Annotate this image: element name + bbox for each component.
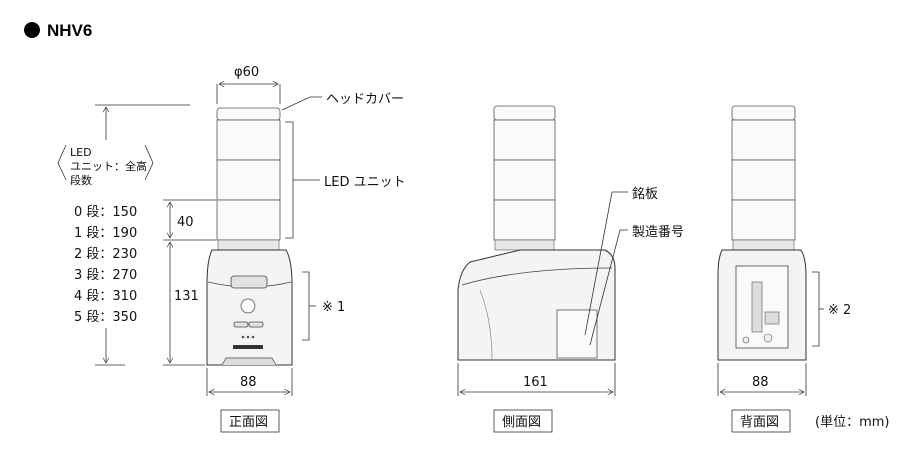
side-view: 銘板 製造番号 161: [457, 105, 684, 396]
table-row: 4 段：310: [74, 289, 137, 304]
head-cover: [216, 107, 281, 121]
serial-number-label: 製造番号: [632, 225, 684, 240]
round-button: [240, 298, 256, 314]
front-view-label: 正面図: [229, 415, 268, 430]
led-unit-label: LED ユニット: [324, 175, 406, 190]
table-row: 0 段：150: [74, 205, 137, 220]
logo: [233, 345, 263, 349]
side-view-label: 側面図: [502, 415, 541, 430]
back-width-label: 88: [752, 375, 769, 390]
head-cover-label: ヘッドカバー: [326, 92, 404, 107]
table-row: 5 段：350: [74, 310, 137, 325]
lan-port: [764, 311, 780, 325]
terminal-block: [751, 281, 763, 333]
table-row: 3 段：270: [74, 268, 137, 283]
back-view: ※ 2 88: [717, 105, 851, 396]
top-button: [230, 275, 268, 289]
base-height-label: 131: [174, 289, 199, 304]
back-view-label: 背面図: [740, 415, 779, 430]
table-row: 2 段：230: [74, 247, 137, 262]
nameplate: [556, 309, 598, 359]
table-header: ユニット：全高: [70, 159, 147, 173]
front-view: φ60 ヘッドカバー LED ユニット ※ 1: [95, 65, 406, 396]
note2-label: ※ 2: [828, 303, 851, 318]
unit-note: (単位：mm): [815, 414, 889, 430]
note1-label: ※ 1: [322, 300, 345, 315]
nameplate-label: 銘板: [632, 187, 658, 202]
front-width-label: 88: [240, 375, 257, 390]
table-row: 1 段：190: [74, 226, 137, 241]
table-header: LED: [70, 146, 92, 159]
height-table: LED ユニット：全高 段数 0 段：150 1 段：190 2 段：230 3…: [57, 144, 154, 325]
led-unit: [216, 159, 281, 201]
diameter-label: φ60: [234, 65, 259, 80]
model-title: NHV6: [47, 21, 92, 40]
led-unit: [216, 119, 281, 161]
unit-height-label: 40: [177, 215, 194, 230]
table-header: 段数: [70, 173, 92, 187]
bullet-icon: [24, 22, 40, 38]
led-unit: [216, 199, 281, 241]
side-width-label: 161: [523, 375, 548, 390]
